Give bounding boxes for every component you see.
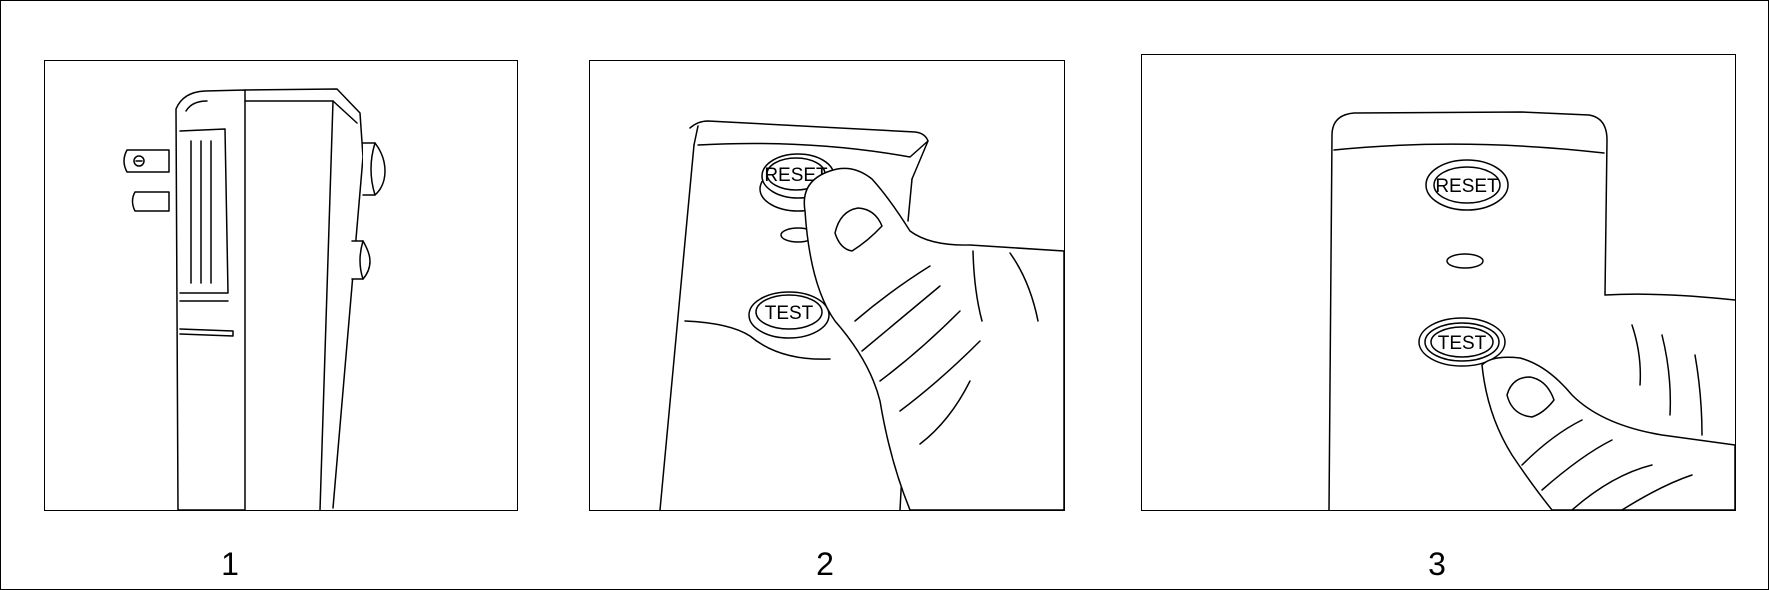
test-button: TEST — [1418, 317, 1506, 367]
step-1-panel — [44, 60, 518, 511]
plug-prongs — [123, 149, 170, 212]
test-label: TEST — [1438, 333, 1487, 354]
step-3-panel: RESET TEST — [1141, 54, 1736, 511]
step-3-number: 3 — [1428, 546, 1446, 582]
side-view-device-illustration — [123, 88, 386, 510]
press-test-illustration: RESET TEST — [1328, 111, 1735, 510]
press-reset-illustration: RESET TEST — [659, 120, 1064, 510]
step-1-number: 1 — [221, 546, 239, 582]
reset-button: RESET — [1425, 159, 1509, 211]
test-button: TEST — [748, 291, 830, 339]
finger-pressing-reset — [803, 167, 1064, 510]
indicator-led — [1446, 253, 1484, 269]
reset-label: RESET — [1435, 176, 1499, 197]
finger-pressing-test — [1481, 324, 1735, 510]
test-label: TEST — [765, 303, 814, 324]
step-2-panel: RESET TEST — [589, 60, 1065, 511]
step-2-number: 2 — [816, 546, 834, 582]
side-buttons — [351, 142, 386, 280]
